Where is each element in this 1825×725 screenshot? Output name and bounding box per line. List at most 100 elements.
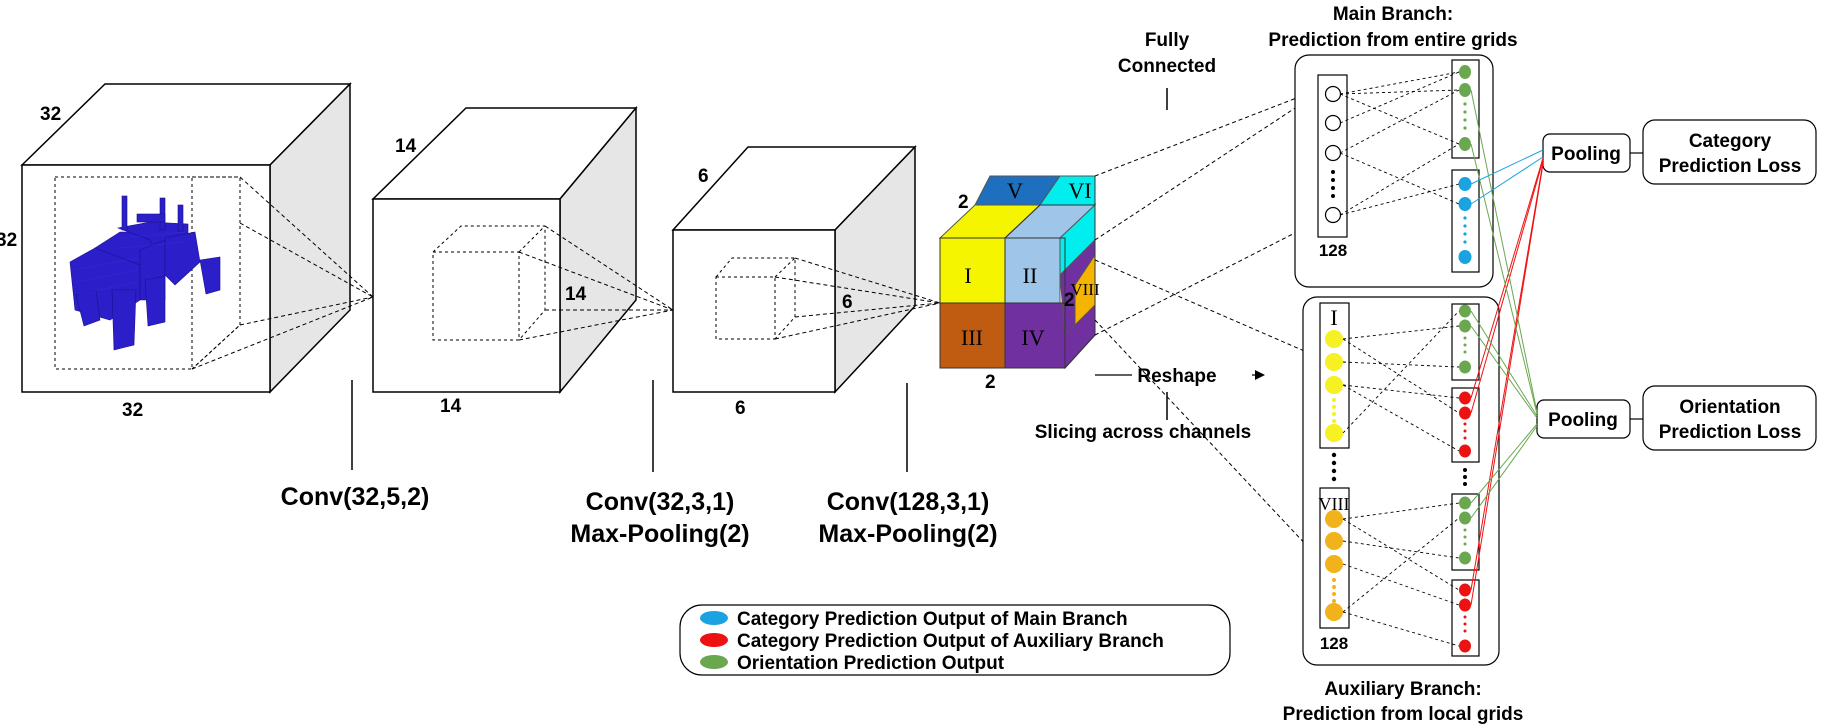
input-volume bbox=[20, 82, 352, 394]
orientation-output-node bbox=[1459, 137, 1471, 151]
layer3-front-face bbox=[672, 229, 836, 393]
grid-cell-labels: I II III IV V VI VIII bbox=[961, 178, 1100, 350]
grid-label-iii: III bbox=[961, 325, 983, 350]
layer3-volume bbox=[671, 145, 917, 394]
orientation-output-node bbox=[1459, 319, 1471, 333]
legend-item-auxiliary: Category Prediction Output of Auxiliary … bbox=[737, 631, 1164, 652]
layer3-depth-label: 6 bbox=[698, 166, 709, 187]
orientation-output-node bbox=[1459, 511, 1471, 525]
legend-swatch-orientation bbox=[700, 655, 728, 669]
category-loss-line2: Prediction Loss bbox=[1659, 156, 1802, 177]
category-output-node bbox=[1458, 177, 1472, 191]
auxiliary-branch-box bbox=[1302, 296, 1500, 666]
main-category-output-nodes bbox=[1458, 177, 1472, 264]
voxel-truck-image bbox=[69, 195, 221, 351]
grid-label-viii: VIII bbox=[1070, 280, 1100, 299]
voxel-bounding-box bbox=[54, 176, 241, 370]
fully-connected-label-line1: Fully bbox=[1145, 30, 1190, 51]
reshape-label-bg bbox=[1132, 362, 1252, 386]
orientation-output-node bbox=[1459, 551, 1471, 565]
category-output-node bbox=[1459, 444, 1471, 458]
grid-label-v: V bbox=[1007, 178, 1023, 203]
aux-slice-i-label: I bbox=[1330, 305, 1337, 330]
input-depth-label: 32 bbox=[40, 104, 61, 125]
grid-label-vi: VI bbox=[1068, 178, 1091, 203]
reshape-label: Reshape bbox=[1137, 366, 1216, 387]
layer3-height-label: 6 bbox=[842, 292, 853, 313]
legend-swatch-auxiliary bbox=[700, 633, 728, 647]
grid-size-bottom-label: 2 bbox=[985, 372, 996, 393]
aux-orientation-nodes-8 bbox=[1459, 496, 1471, 565]
main-fc-units-label: 128 bbox=[1319, 241, 1347, 260]
aux-outputs-ellipsis bbox=[1463, 468, 1467, 486]
orientation-output-node bbox=[1459, 360, 1471, 374]
main-fc-neuron bbox=[1324, 144, 1342, 162]
legend-swatch-main bbox=[700, 611, 728, 625]
aux-category-nodes-1 bbox=[1459, 391, 1471, 458]
category-output-node bbox=[1459, 583, 1471, 597]
main-fc-neuron bbox=[1324, 114, 1342, 132]
aux-branch-connections bbox=[1342, 310, 1460, 647]
pooling-label-top: Pooling bbox=[1551, 144, 1621, 165]
orientation-loss-box bbox=[1642, 385, 1817, 451]
conv2-projection-lines bbox=[518, 225, 674, 341]
input-height-label: 32 bbox=[0, 230, 17, 251]
main-branch-title-line1: Main Branch: bbox=[1333, 4, 1453, 25]
main-fc-ellipsis bbox=[1331, 170, 1335, 198]
grid-cell-iii bbox=[939, 302, 1006, 369]
aux-neuron bbox=[1325, 353, 1343, 371]
aux-slice-viii-neurons bbox=[1325, 510, 1343, 621]
layer3-receptive-field bbox=[715, 257, 796, 340]
conv1-operation-label: Conv(32,5,2) bbox=[281, 483, 430, 511]
grid-size-top-label: 2 bbox=[958, 192, 969, 213]
layer2-depth-label: 14 bbox=[395, 136, 417, 157]
aux-neuron bbox=[1325, 603, 1343, 621]
legend-item-main: Category Prediction Output of Main Branc… bbox=[737, 609, 1128, 630]
grid-size-side-label: 2 bbox=[1064, 290, 1075, 311]
orientation-output-node bbox=[1459, 304, 1471, 318]
category-output-node bbox=[1459, 391, 1471, 405]
main-branch-title-line2: Prediction from entire grids bbox=[1268, 30, 1517, 51]
aux-neuron bbox=[1325, 330, 1343, 348]
aux-slice-viii-label: VIII bbox=[1319, 494, 1350, 514]
legend-box bbox=[679, 604, 1231, 676]
aux-neuron bbox=[1325, 376, 1343, 394]
conv3-projection-lines bbox=[774, 257, 941, 340]
layer2-width-label: 14 bbox=[440, 396, 462, 417]
conv3-operation-line2: Max-Pooling(2) bbox=[818, 520, 997, 548]
category-output-node bbox=[1458, 250, 1472, 264]
orientation-output-node bbox=[1459, 65, 1471, 79]
aux-category-nodes-8 bbox=[1459, 583, 1471, 653]
orientation-output-node bbox=[1459, 496, 1471, 510]
input-width-label: 32 bbox=[122, 400, 143, 421]
orientation-loss-line2: Prediction Loss bbox=[1659, 422, 1802, 443]
orientation-loss-line1: Orientation bbox=[1679, 397, 1780, 418]
aux-neuron bbox=[1325, 510, 1343, 528]
aux-neuron bbox=[1325, 532, 1343, 550]
main-fc-neuron bbox=[1324, 206, 1342, 224]
category-output-node bbox=[1459, 406, 1471, 420]
category-loss-line1: Category bbox=[1689, 131, 1772, 152]
legend-item-orientation: Orientation Prediction Output bbox=[737, 653, 1005, 674]
layer2-volume bbox=[371, 105, 638, 395]
slicing-label: Slicing across channels bbox=[1035, 422, 1251, 443]
aux-slices-ellipsis bbox=[1331, 452, 1337, 482]
aux-orientation-nodes-1 bbox=[1459, 304, 1471, 374]
grid-label-i: I bbox=[964, 263, 971, 288]
layer3-width-label: 6 bbox=[735, 398, 746, 419]
auxiliary-branch-title-line2: Prediction from local grids bbox=[1283, 704, 1524, 725]
conv2-operation-line1: Conv(32,3,1) bbox=[586, 488, 735, 516]
auxiliary-branch-title-line1: Auxiliary Branch: bbox=[1324, 679, 1481, 700]
pooling-label-bottom: Pooling bbox=[1548, 410, 1618, 431]
aux-slice-i-neurons bbox=[1325, 330, 1343, 442]
main-fc-neuron bbox=[1324, 85, 1342, 103]
main-branch-connections bbox=[1339, 71, 1460, 216]
category-output-node bbox=[1459, 598, 1471, 612]
layer2-front-face bbox=[372, 198, 561, 393]
layer2-height-label: 14 bbox=[565, 284, 587, 305]
orientation-output-node bbox=[1459, 83, 1471, 97]
legend: Category Prediction Output of Main Branc… bbox=[679, 604, 1231, 676]
cube-to-branch-lines bbox=[1094, 84, 1331, 566]
conv1-projection-lines bbox=[191, 176, 374, 370]
